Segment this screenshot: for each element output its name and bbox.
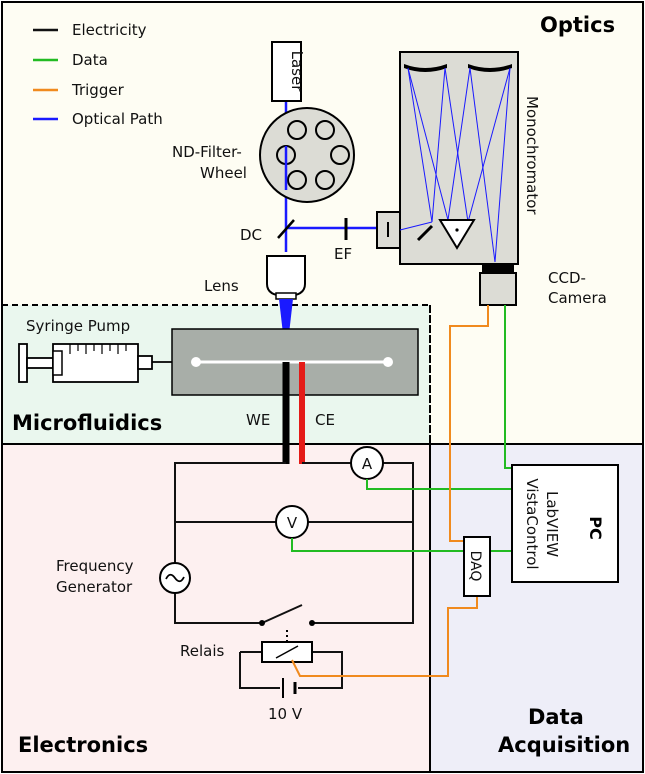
- data-acquisition-title-line1: Data: [528, 705, 584, 729]
- syringe-graduations: [69, 344, 127, 354]
- syringe-pump-label: Syringe Pump: [26, 317, 130, 335]
- ammeter-symbol: A: [362, 455, 373, 473]
- daq-label: DAQ: [467, 551, 483, 582]
- nd-filter-hole: [315, 170, 335, 190]
- data-line-voltmeter-to-daq: [291, 538, 464, 552]
- beam-ray: [467, 67, 511, 223]
- nd-filter-label-line1: ND-Filter-: [172, 143, 242, 161]
- chip-inlet: [191, 357, 201, 367]
- laser-box: [271, 41, 302, 102]
- beam-ray: [407, 67, 433, 223]
- switch-contact-right: [309, 620, 315, 626]
- monochromator-label: Monochromator: [523, 96, 541, 215]
- legend: Electricity Data Trigger Optical Path: [33, 21, 163, 128]
- trigger-line-ccd-to-daq: [449, 305, 489, 542]
- grating-pivot: [455, 228, 459, 232]
- nd-filter-label-line2: Wheel: [200, 164, 247, 182]
- nd-filter-hole: [330, 145, 350, 165]
- wire-generator-down: [174, 593, 262, 624]
- pc-box: [511, 464, 619, 583]
- syringe-plunger-stopper: [52, 350, 63, 376]
- microfluidics-title: Microfluidics: [12, 411, 162, 435]
- legend-label-electricity: Electricity: [72, 21, 147, 39]
- wire-ammeter-right: [312, 462, 414, 624]
- nd-filter-hole: [287, 120, 307, 140]
- ccd-camera-body: [479, 272, 517, 306]
- beam-ray: [399, 221, 433, 231]
- beam-ray: [469, 67, 496, 263]
- ccd-sensor-strip: [482, 264, 514, 273]
- beam-ray: [447, 67, 471, 221]
- we-label: WE: [246, 411, 270, 429]
- electrical-wiring: [174, 462, 414, 689]
- pc-software-line2: VistaControl: [523, 478, 541, 569]
- ce-label: CE: [315, 411, 335, 429]
- nd-filter-hole: [315, 120, 335, 140]
- objective-tip: [275, 292, 297, 300]
- wire-relay-coil-loop-left: [239, 652, 280, 689]
- syringe-plunger-head: [18, 343, 28, 383]
- ccd-camera: [479, 264, 517, 306]
- syringe-plunger-rod: [26, 357, 54, 369]
- electronics-region: [1, 443, 431, 773]
- nd-filter-wheel: [259, 107, 355, 203]
- relay-coil-slash: [275, 645, 299, 659]
- syringe-tip: [137, 355, 153, 370]
- ccd-label-line2: Camera: [548, 289, 607, 307]
- lens-label: Lens: [204, 277, 239, 295]
- daq-box: [463, 536, 491, 597]
- beam-ray: [407, 67, 449, 221]
- electronics-title: Electronics: [18, 733, 148, 757]
- data-line-ccd-to-pc: [504, 305, 512, 469]
- legend-label-data: Data: [72, 51, 108, 69]
- collimating-mirror: [404, 64, 447, 72]
- wire-we-loop: [174, 462, 286, 563]
- data-line-ammeter-to-pc: [366, 479, 512, 490]
- voltage-label: 10 V: [268, 705, 303, 723]
- legend-label-trigger: Trigger: [71, 81, 125, 99]
- beam-ray: [431, 67, 446, 223]
- wire-relay-coil-loop-right: [298, 651, 343, 689]
- beam-ray: [444, 67, 469, 223]
- objective-body: [266, 255, 306, 298]
- legend-label-optical-path: Optical Path: [72, 110, 163, 128]
- laser-label: Laser: [288, 51, 306, 93]
- pc-title: PC: [586, 516, 605, 539]
- voltmeter-symbol: V: [287, 514, 298, 532]
- switch-contact-left: [259, 620, 265, 626]
- nd-filter-hole: [287, 170, 307, 190]
- data-acquisition-title-line2: Acquisition: [498, 733, 630, 757]
- fold-mirror: [416, 224, 434, 242]
- dichroic-mirror: [277, 219, 295, 239]
- ccd-label-line1: CCD-: [548, 269, 586, 287]
- monochromator-beam-paths: [399, 67, 511, 263]
- monochromator: [376, 51, 519, 265]
- data-connections: [291, 305, 512, 552]
- pc-software-line1: LabVIEW: [543, 491, 561, 557]
- diffraction-grating: [438, 219, 476, 250]
- frequency-generator-label-line1: Frequency: [56, 557, 134, 575]
- focusing-mirror: [468, 64, 512, 72]
- optics-title: Optics: [540, 13, 615, 37]
- chip-outlet: [383, 357, 393, 367]
- relais-label: Relais: [180, 642, 225, 660]
- frequency-generator-label-line2: Generator: [56, 578, 133, 596]
- dc-label: DC: [240, 226, 262, 244]
- beam-ray: [494, 67, 511, 263]
- syringe-barrel: [52, 343, 139, 383]
- microfluidic-chip: [171, 328, 419, 396]
- objective-lens: [266, 255, 306, 300]
- syringe-pump: [18, 343, 195, 383]
- ef-label: EF: [334, 245, 352, 263]
- relay-switch-blade: [261, 604, 303, 624]
- trigger-line-daq-to-relay: [291, 596, 478, 677]
- sine-wave-icon: [165, 573, 185, 583]
- trigger-connections: [291, 305, 489, 677]
- nd-filter-wheel-body: [259, 107, 355, 203]
